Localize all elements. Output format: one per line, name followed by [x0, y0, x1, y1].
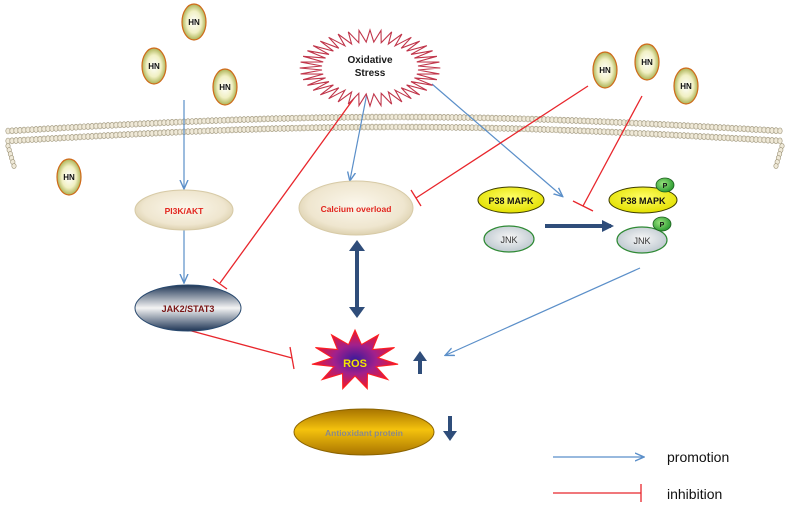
- p38-mapk-label: P38 MAPK: [488, 196, 534, 206]
- oxidative-stress-node: Oxidative Stress: [299, 28, 441, 108]
- phospho-badge-p38-label: P: [663, 183, 668, 190]
- legend: promotion inhibition: [553, 449, 729, 502]
- oxidative-stress-label-line2: Stress: [355, 68, 386, 79]
- hn-label: HN: [599, 66, 611, 75]
- p38-mapk-node: P38 MAPK: [477, 186, 545, 214]
- inhibit-stress-to-jak2: [219, 89, 361, 284]
- cell-membrane: [5, 113, 785, 169]
- pi3k-akt-node: PI3K/AKT: [134, 189, 234, 231]
- phospho-badge-jnk: [652, 216, 672, 232]
- jnk-phospho-label: JNK: [633, 236, 650, 246]
- calcium-overload-label: Calcium overload: [321, 204, 392, 214]
- inhibit-hn-to-p38: [582, 95, 643, 207]
- antioxidant-protein-label: Antioxidant protein: [325, 428, 403, 438]
- p38-mapk-phospho-node: P38 MAPK P: [608, 177, 678, 214]
- inhibit-jak2-to-ros: [187, 329, 293, 359]
- jnk-phospho-node: JNK P: [616, 216, 672, 254]
- hn-label: HN: [641, 58, 653, 67]
- hn-label: HN: [63, 173, 75, 182]
- arrow-stress-to-calcium: [350, 87, 369, 180]
- ros-node: ROS: [311, 328, 399, 391]
- arrow-calcium-ros-bidirectional: [349, 240, 365, 318]
- jnk-label: JNK: [500, 235, 517, 245]
- antioxidant-decrease-arrow: [443, 416, 457, 441]
- hn-label: HN: [219, 83, 231, 92]
- phospho-badge-jnk-label: P: [660, 222, 665, 229]
- hn-molecule: HN: [212, 68, 238, 106]
- pi3k-akt-label: PI3K/AKT: [165, 206, 205, 216]
- hn-molecule: HN: [673, 67, 699, 105]
- hn-molecule: HN: [634, 43, 660, 81]
- inhibition-lines: [187, 85, 643, 370]
- ros-increase-arrow: [413, 351, 427, 374]
- hn-molecule: HN: [181, 3, 207, 41]
- legend-promotion-label: promotion: [667, 449, 729, 465]
- inhibit-hn-to-calcium: [415, 85, 589, 199]
- oxidative-stress-label-line1: Oxidative: [347, 55, 392, 66]
- hn-molecule: HN: [592, 51, 618, 89]
- antioxidant-protein-node: Antioxidant protein: [293, 408, 435, 456]
- hn-molecules: HN HN HN HN HN HN HN: [56, 3, 699, 196]
- hn-molecule: HN: [56, 158, 82, 196]
- bold-arrows: [349, 220, 614, 441]
- legend-inhibition-label: inhibition: [667, 486, 722, 502]
- p38-mapk-phospho-label: P38 MAPK: [620, 196, 666, 206]
- arrow-stress-to-p38: [431, 83, 562, 196]
- hn-label: HN: [680, 82, 692, 91]
- ros-label: ROS: [343, 358, 367, 370]
- hn-label: HN: [148, 62, 160, 71]
- jak2-stat3-label: JAK2/STAT3: [162, 304, 215, 314]
- promotion-arrows: [184, 83, 641, 355]
- calcium-overload-node: Calcium overload: [298, 180, 414, 236]
- hn-label: HN: [188, 18, 200, 27]
- hn-molecule: HN: [141, 47, 167, 85]
- arrow-jnk-to-ros: [446, 267, 641, 355]
- phospho-badge-p38: [655, 177, 675, 193]
- jnk-node: JNK: [483, 225, 535, 253]
- jak2-stat3-node: JAK2/STAT3: [134, 284, 242, 332]
